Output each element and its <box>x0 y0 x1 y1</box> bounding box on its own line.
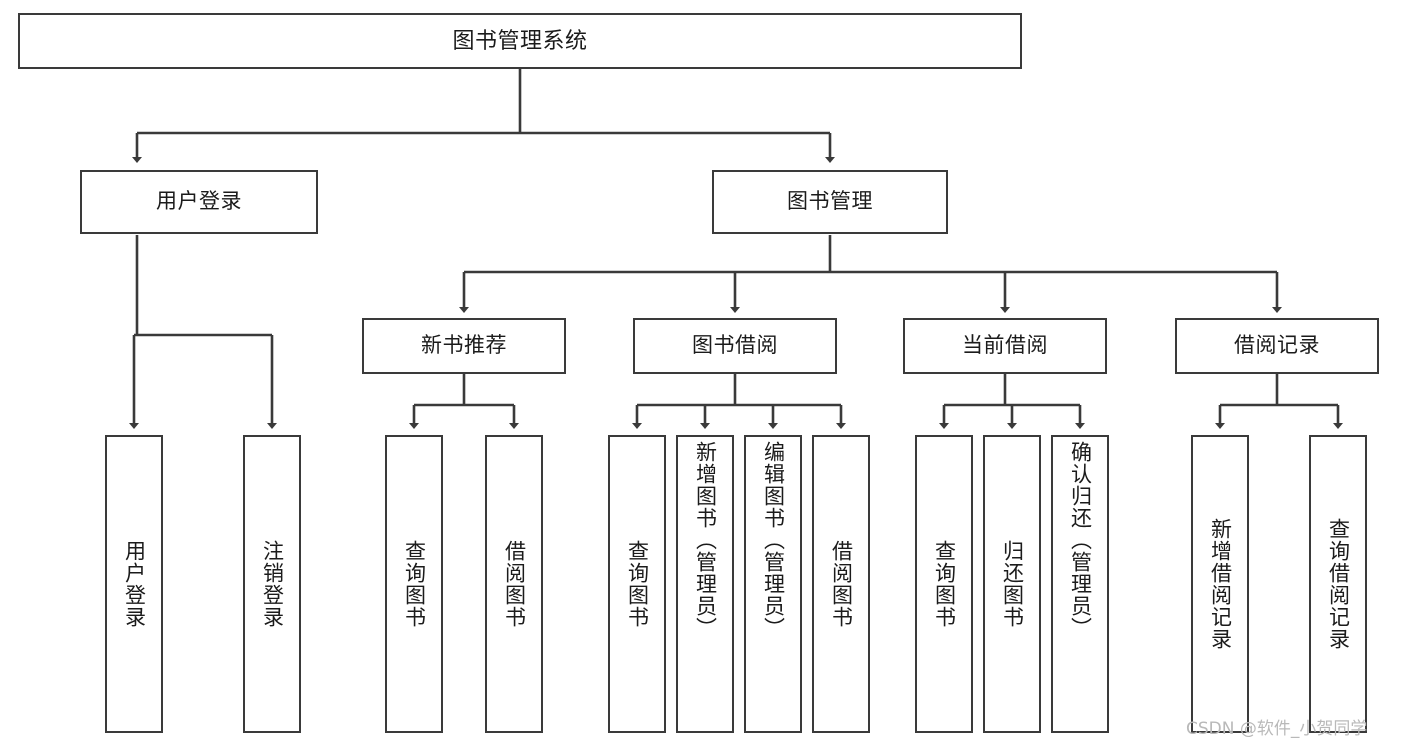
leaf-query-book-current[interactable]: 查询图书 <box>915 435 973 733</box>
node-label: 图书管理系统 <box>452 28 588 54</box>
leaf-return-book[interactable]: 归还图书 <box>983 435 1041 733</box>
leaf-borrow-book[interactable]: 借阅图书 <box>812 435 870 733</box>
leaf-query-book-borrow[interactable]: 查询图书 <box>608 435 666 733</box>
leaf-query-borrow-record[interactable]: 查询借阅记录 <box>1309 435 1367 733</box>
node-label: 归还图书 <box>1000 540 1024 628</box>
leaf-add-borrow-record[interactable]: 新增借阅记录 <box>1191 435 1249 733</box>
leaf-query-book-recommend[interactable]: 查询图书 <box>385 435 443 733</box>
node-label: 借阅图书 <box>502 540 526 628</box>
leaf-confirm-return-admin[interactable]: 确认归还（管理员） <box>1051 435 1109 733</box>
node-label: 新书推荐 <box>421 333 507 357</box>
node-label: 编辑图书（管理员） <box>761 441 785 639</box>
node-user-login[interactable]: 用户登录 <box>80 170 318 234</box>
node-root-book-management-system[interactable]: 图书管理系统 <box>18 13 1022 69</box>
node-label: 用户登录 <box>156 189 242 213</box>
leaf-add-book-admin[interactable]: 新增图书（管理员） <box>676 435 734 733</box>
leaf-user-login[interactable]: 用户登录 <box>105 435 163 733</box>
node-label: 图书借阅 <box>692 333 778 357</box>
node-label: 查询图书 <box>625 540 649 628</box>
node-label: 确认归还（管理员） <box>1068 441 1092 639</box>
node-label: 新增借阅记录 <box>1208 518 1232 650</box>
node-label: 用户登录 <box>122 540 146 628</box>
leaf-logout[interactable]: 注销登录 <box>243 435 301 733</box>
node-book-management[interactable]: 图书管理 <box>712 170 948 234</box>
node-label: 查询图书 <box>932 540 956 628</box>
leaf-borrow-book-recommend[interactable]: 借阅图书 <box>485 435 543 733</box>
node-label: 借阅记录 <box>1234 333 1320 357</box>
node-label: 新增图书（管理员） <box>693 441 717 639</box>
leaf-edit-book-admin[interactable]: 编辑图书（管理员） <box>744 435 802 733</box>
csdn-watermark: CSDN @软件_小贺同学 <box>1186 719 1368 739</box>
node-book-borrow[interactable]: 图书借阅 <box>633 318 837 374</box>
node-label: 借阅图书 <box>829 540 853 628</box>
node-label: 查询借阅记录 <box>1326 518 1350 650</box>
node-label: 当前借阅 <box>962 333 1048 357</box>
node-new-book-recommend[interactable]: 新书推荐 <box>362 318 566 374</box>
node-label: 查询图书 <box>402 540 426 628</box>
node-current-borrow[interactable]: 当前借阅 <box>903 318 1107 374</box>
node-label: 图书管理 <box>787 189 873 213</box>
node-label: 注销登录 <box>260 540 284 628</box>
node-borrow-record[interactable]: 借阅记录 <box>1175 318 1379 374</box>
